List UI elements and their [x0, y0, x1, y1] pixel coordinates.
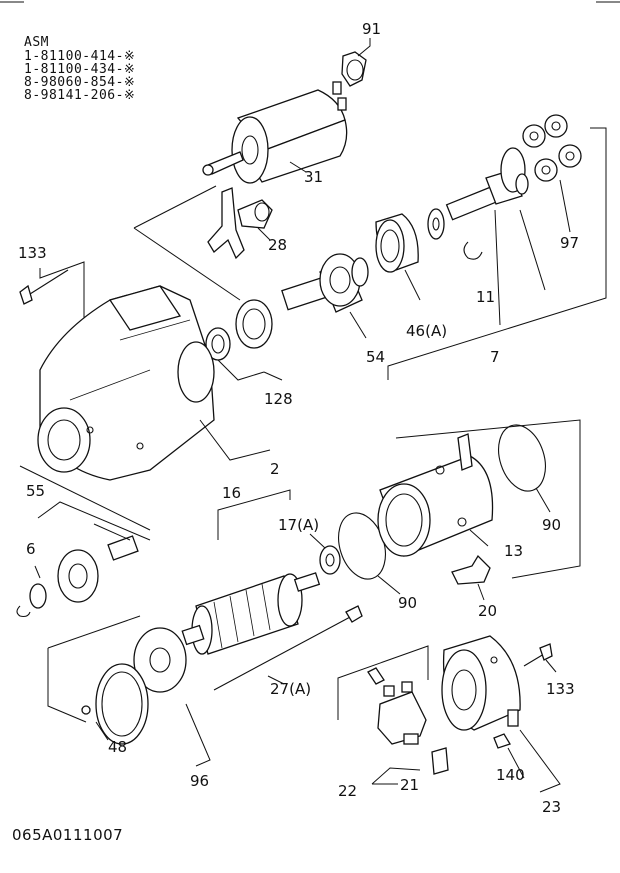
- part-22-brush-holder: [367, 667, 427, 745]
- callout-28: 28: [268, 236, 288, 254]
- part-11-washer: [427, 208, 445, 240]
- part-55-pinion-set: [16, 535, 139, 618]
- part-31-solenoid: [202, 81, 348, 184]
- callout-55: 55: [26, 482, 46, 500]
- diagram-code: 065A0111007: [12, 826, 124, 844]
- callout-11: 11: [476, 288, 496, 306]
- part-28-shift-lever: [207, 187, 273, 260]
- callout-23: 23: [542, 798, 562, 816]
- callout-7: 7: [490, 348, 500, 366]
- part-97-planet-gears: [522, 114, 582, 182]
- callout-17a: 17(A): [278, 516, 320, 534]
- part-27a-through-bolt: [213, 605, 363, 691]
- callout-13: 13: [504, 542, 524, 560]
- part-54-clutch-shaft: [281, 253, 369, 313]
- callout-2: 2: [270, 460, 280, 478]
- callout-31: 31: [304, 168, 324, 186]
- callout-27a: 27(A): [270, 680, 312, 698]
- part-13-yoke: [377, 433, 494, 557]
- part-46a-internal-gear: [375, 213, 419, 273]
- part-20-brush-spring: [451, 554, 491, 585]
- callout-46a: 46(A): [406, 322, 448, 340]
- part-91-clip: [341, 51, 367, 87]
- part-number-1: 1-81100-414-※: [24, 49, 136, 64]
- callout-133-b: 133: [546, 680, 575, 698]
- part-2-front-housing: [37, 285, 215, 481]
- callout-16: 16: [222, 484, 242, 502]
- part-23-rear-cover: [441, 635, 521, 731]
- part-21-brush: [431, 747, 449, 775]
- callout-128: 128: [264, 390, 293, 408]
- part-96-end-plate: [133, 627, 187, 693]
- part-number-3: 8-98060-854-※: [24, 75, 136, 90]
- part-17a-bearing: [319, 545, 341, 575]
- part-48-seal: [81, 663, 149, 745]
- part-133-bolt-top: [19, 269, 69, 305]
- part-128-bearing: [205, 299, 273, 361]
- callout-48: 48: [108, 738, 128, 756]
- callout-97: 97: [560, 234, 580, 252]
- part-140-screw: [493, 733, 511, 749]
- callout-22: 22: [338, 782, 358, 800]
- callout-91: 91: [362, 20, 382, 38]
- part-7-planet-carrier: [445, 147, 529, 221]
- callout-20: 20: [478, 602, 498, 620]
- callout-21: 21: [400, 776, 420, 794]
- header-title: ASM: [24, 35, 49, 50]
- callout-6: 6: [26, 540, 36, 558]
- part-90-o-ring-b: [498, 424, 546, 492]
- callout-54: 54: [366, 348, 386, 366]
- callout-133-a: 133: [18, 244, 47, 262]
- part-number-4: 8-98141-206-※: [24, 88, 136, 103]
- part-11-snap-ring: [463, 241, 483, 260]
- part-133-bolt-rear: [523, 643, 553, 667]
- callout-90-b: 90: [542, 516, 562, 534]
- part-number-2: 1-81100-434-※: [24, 62, 136, 77]
- part-16-armature: [181, 572, 321, 655]
- callout-96: 96: [190, 772, 210, 790]
- callout-90-a: 90: [398, 594, 418, 612]
- callout-140: 140: [496, 766, 525, 784]
